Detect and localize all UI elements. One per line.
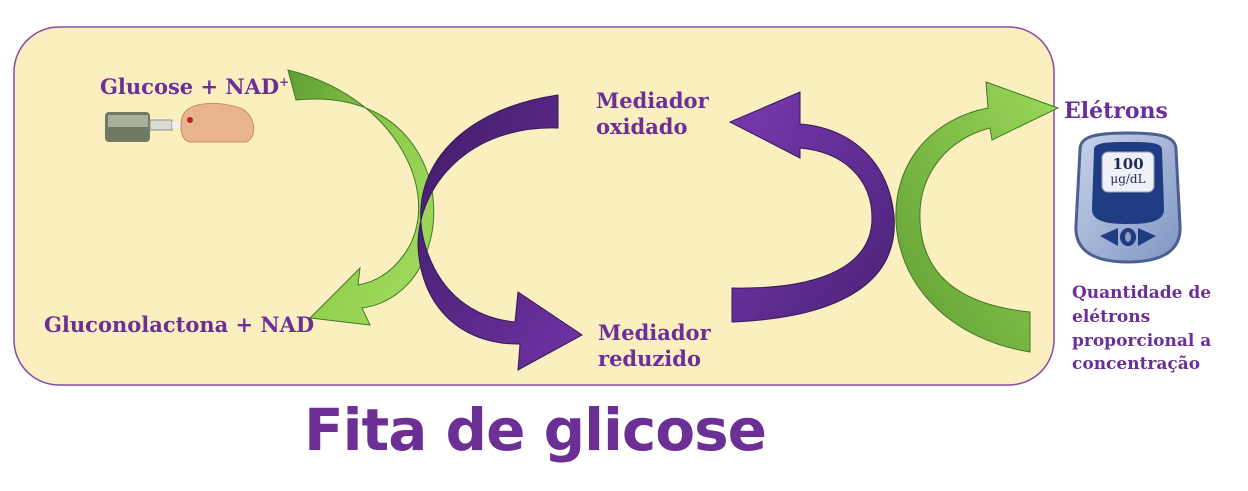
purple-arrow-reduzido-to-oxidado — [728, 91, 895, 323]
green-arrow-glucose-to-gluconolactona — [287, 69, 435, 326]
page-title: Fita de glicose — [304, 396, 767, 464]
label-mediador-reduzido: Mediador reduzido — [598, 320, 711, 373]
label-quantidade: Quantidade de elétrons proporcional a co… — [1072, 282, 1211, 377]
label-quantidade-line3: proporcional a — [1072, 330, 1212, 351]
label-quantidade-line4: concentração — [1072, 354, 1201, 375]
label-glucose-superscript: + — [279, 75, 290, 89]
label-mediador-oxidado: Mediador oxidado — [596, 88, 709, 141]
label-gluconolactona: Gluconolactona + NAD — [44, 312, 315, 337]
label-eletrons: Elétrons — [1064, 98, 1168, 124]
label-glucose-text: Glucose + NAD — [100, 74, 280, 99]
purple-arrow-oxidado-to-reduzido — [417, 94, 583, 371]
label-mediador-oxidado-line1: Mediador — [596, 88, 709, 113]
label-mediador-reduzido-line2: reduzido — [598, 346, 701, 372]
label-quantidade-line2: elétrons — [1072, 306, 1151, 327]
label-glucose: Glucose + NAD+ — [100, 74, 289, 100]
meter-display: 100 μg/dL — [1104, 156, 1152, 186]
meter-display-value: 100 — [1112, 155, 1144, 173]
label-mediador-reduzido-line1: Mediador — [598, 320, 711, 345]
label-quantidade-line1: Quantidade de — [1072, 283, 1212, 303]
meter-display-unit: μg/dL — [1110, 171, 1146, 186]
label-mediador-oxidado-line2: oxidado — [596, 114, 688, 140]
glucose-meter-icon — [1074, 131, 1182, 264]
test-strip-illustration — [105, 112, 182, 142]
finger-illustration — [180, 102, 255, 143]
green-arrow-to-eletrons — [895, 81, 1060, 353]
